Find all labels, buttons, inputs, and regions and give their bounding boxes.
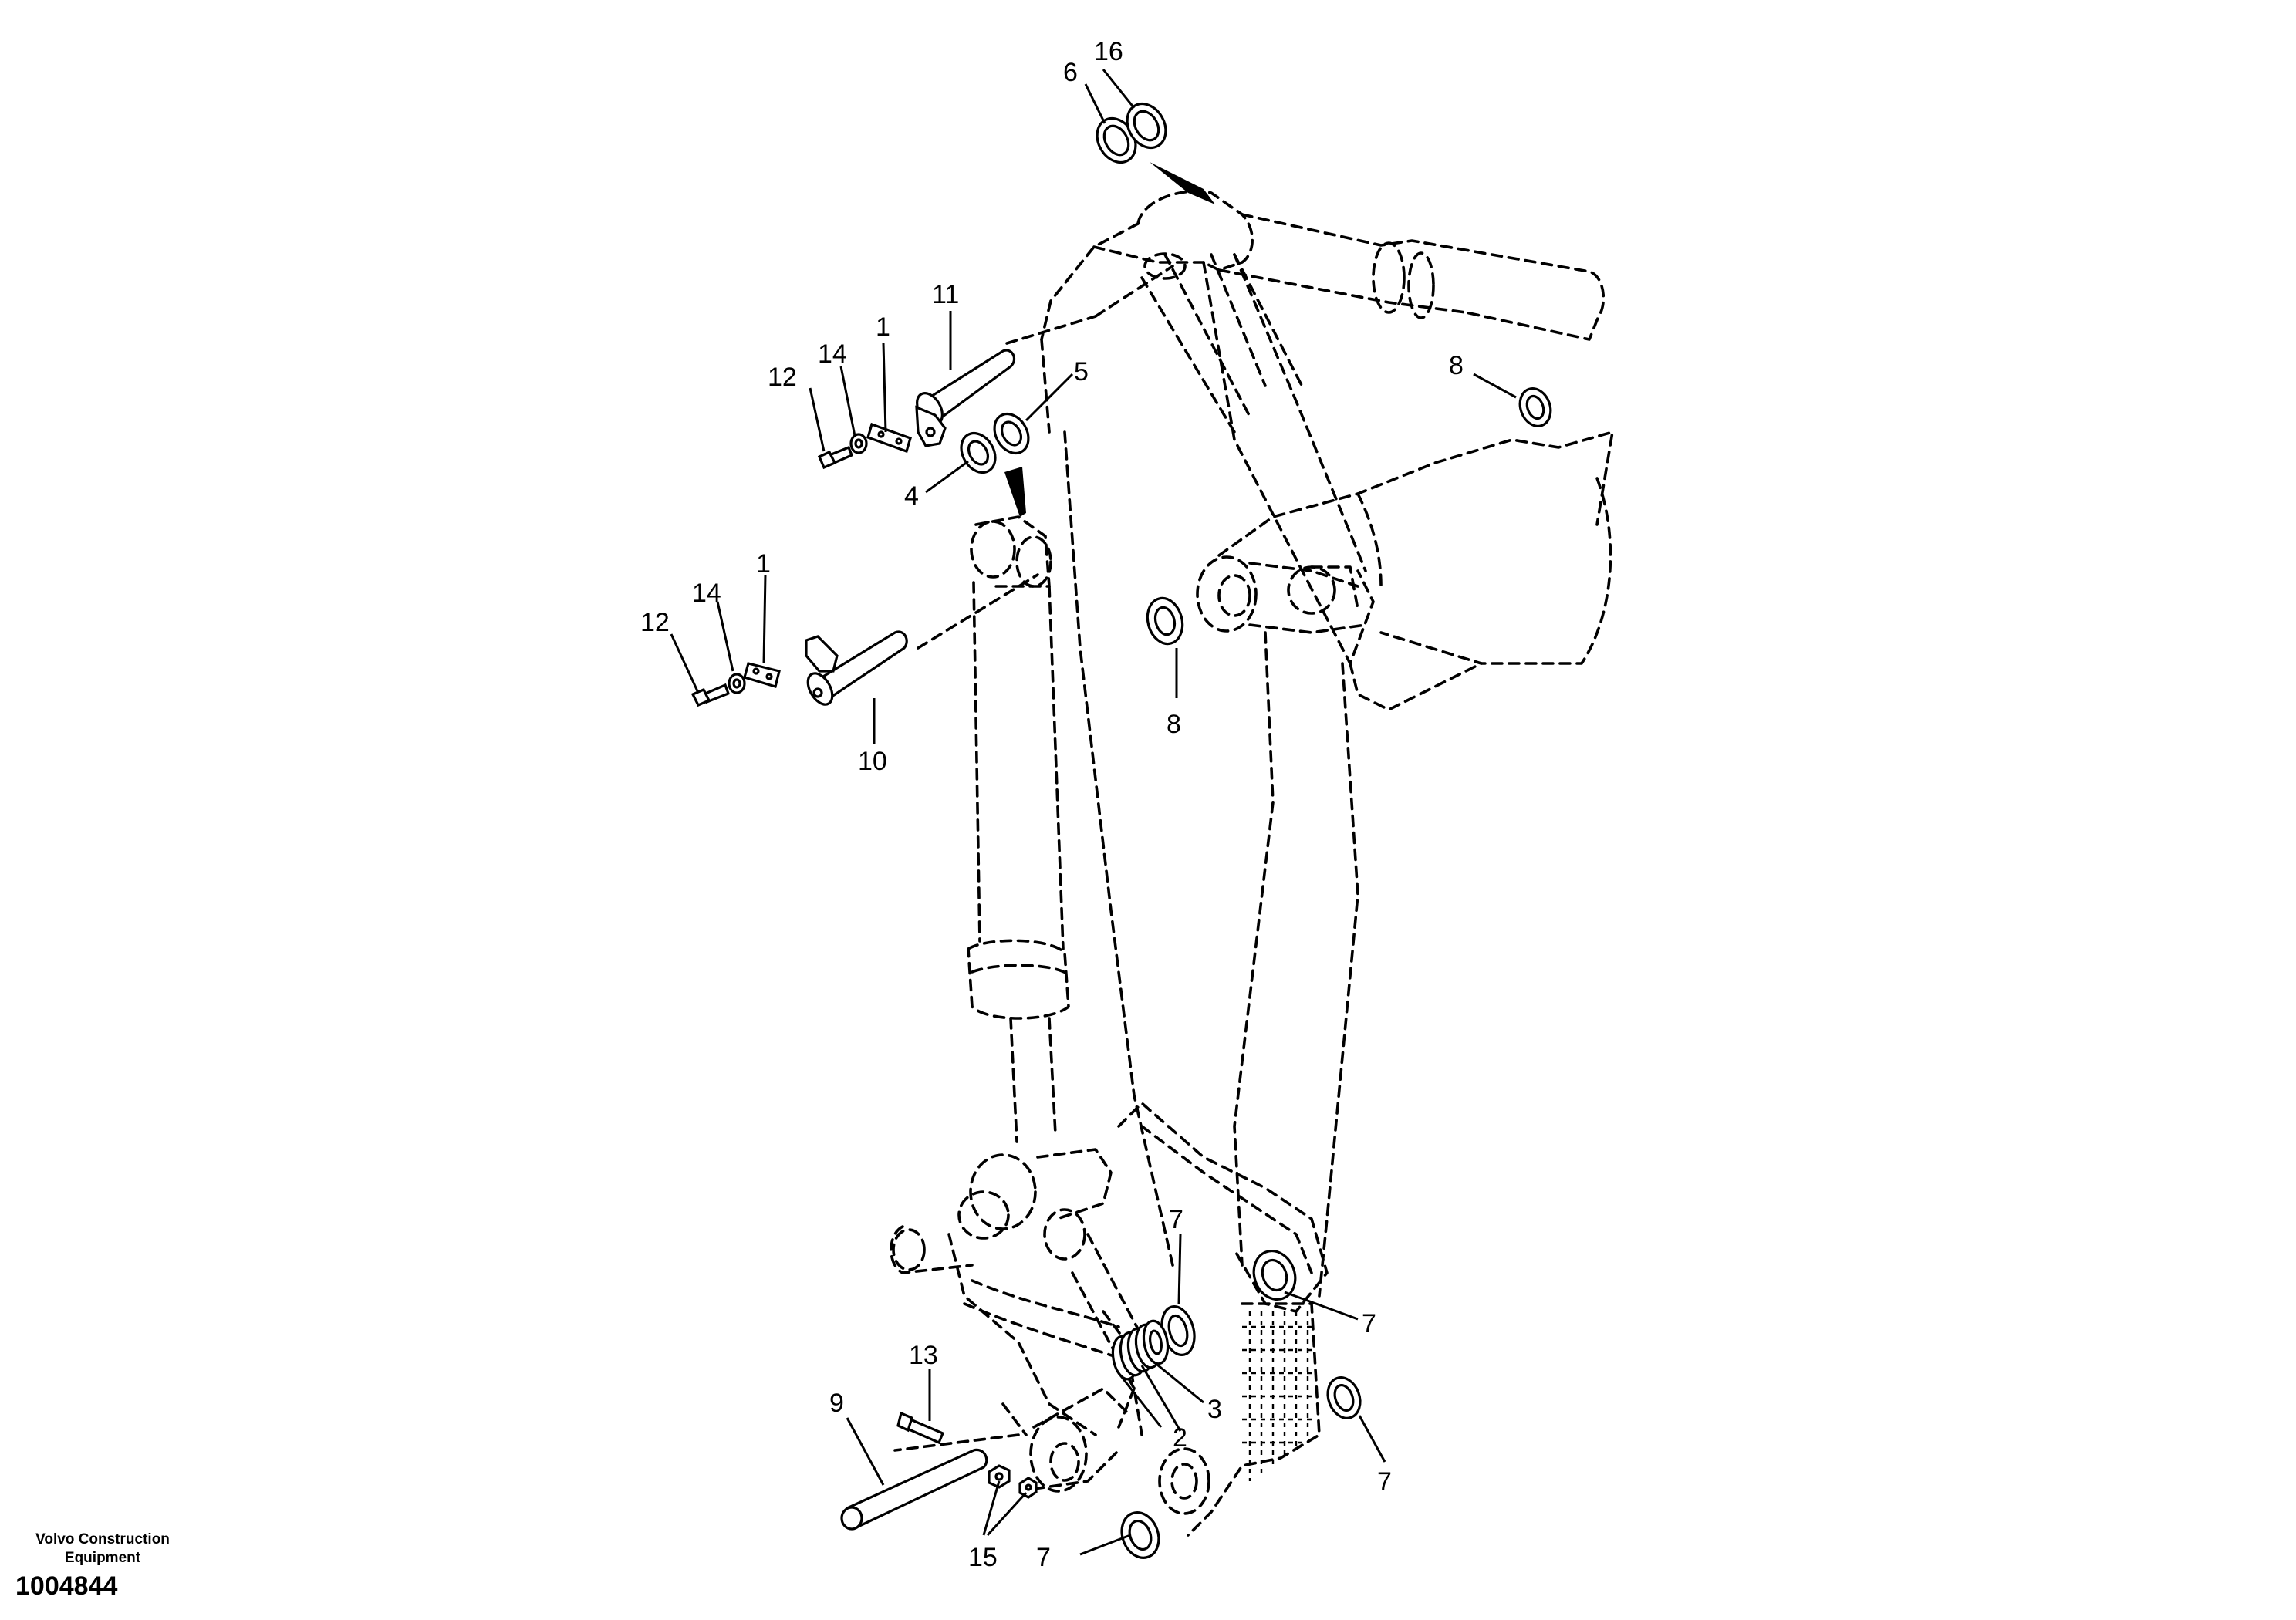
shim-6 <box>1096 116 1137 164</box>
leader-lines <box>670 69 1517 1556</box>
callout-15: 15 <box>968 1543 998 1572</box>
callout-1-lower: 1 <box>756 549 771 579</box>
nut-15 <box>988 1464 1038 1499</box>
callout-9: 9 <box>829 1389 844 1418</box>
callout-7-bottom: 7 <box>1036 1543 1051 1572</box>
callout-4: 4 <box>904 481 919 511</box>
callout-7-right: 7 <box>1362 1309 1376 1338</box>
bolt-12-upper <box>817 445 854 470</box>
callout-3: 3 <box>1207 1395 1222 1424</box>
pin-9 <box>840 1448 988 1531</box>
callout-13: 13 <box>909 1341 938 1370</box>
shim-stack-2-3 <box>1111 1319 1170 1381</box>
bolt-12-lower <box>690 683 731 707</box>
wedge-pointer-top <box>1150 162 1215 204</box>
pin-10 <box>805 630 908 706</box>
callout-11: 11 <box>932 280 959 309</box>
arm-cylinder-outline <box>890 265 1174 1493</box>
shim-5 <box>993 412 1030 455</box>
arm-structure-outline <box>1040 190 1614 1537</box>
callout-6: 6 <box>1063 58 1078 87</box>
callout-2: 2 <box>1173 1423 1187 1453</box>
callout-14-lower: 14 <box>692 579 721 608</box>
callout-1-upper: 1 <box>876 312 890 342</box>
callout-10: 10 <box>858 747 887 776</box>
shim-7-lower-right <box>1326 1376 1362 1419</box>
callout-numbers: 16 6 11 1 14 12 5 4 8 8 1 14 12 10 7 7 7… <box>640 37 1464 1572</box>
shim-7-upper-right <box>1252 1250 1297 1301</box>
callout-8-middle: 8 <box>1167 710 1181 739</box>
callout-14-upper: 14 <box>818 339 847 369</box>
callout-7-top: 7 <box>1169 1205 1183 1234</box>
callout-16: 16 <box>1094 37 1123 66</box>
washer-14-lower <box>728 673 746 694</box>
lock-plate-1-upper <box>866 422 912 454</box>
manufacturer-line-2: Equipment <box>64 1550 141 1566</box>
wedge-pointer-middle <box>1004 467 1026 517</box>
drawing-number: 1004844 <box>15 1571 118 1601</box>
manufacturer-line-1: Volvo Construction <box>35 1531 170 1547</box>
manufacturer-label: Volvo Construction Equipment <box>14 1531 191 1568</box>
callout-12-upper: 12 <box>768 363 797 392</box>
washer-14-upper <box>849 433 868 454</box>
shim-16 <box>1126 102 1167 150</box>
shim-4 <box>960 431 997 474</box>
shim-8-right <box>1518 387 1552 427</box>
callout-5: 5 <box>1074 357 1089 386</box>
callout-12-lower: 12 <box>640 608 670 637</box>
pin-11 <box>915 349 1015 447</box>
shim-8-middle <box>1146 596 1184 646</box>
callout-7-lower-right: 7 <box>1377 1467 1392 1497</box>
shim-7-bottom <box>1120 1511 1160 1559</box>
callout-8-right: 8 <box>1449 351 1464 380</box>
lock-plate-1-lower <box>743 662 781 689</box>
bolt-13 <box>896 1411 945 1445</box>
